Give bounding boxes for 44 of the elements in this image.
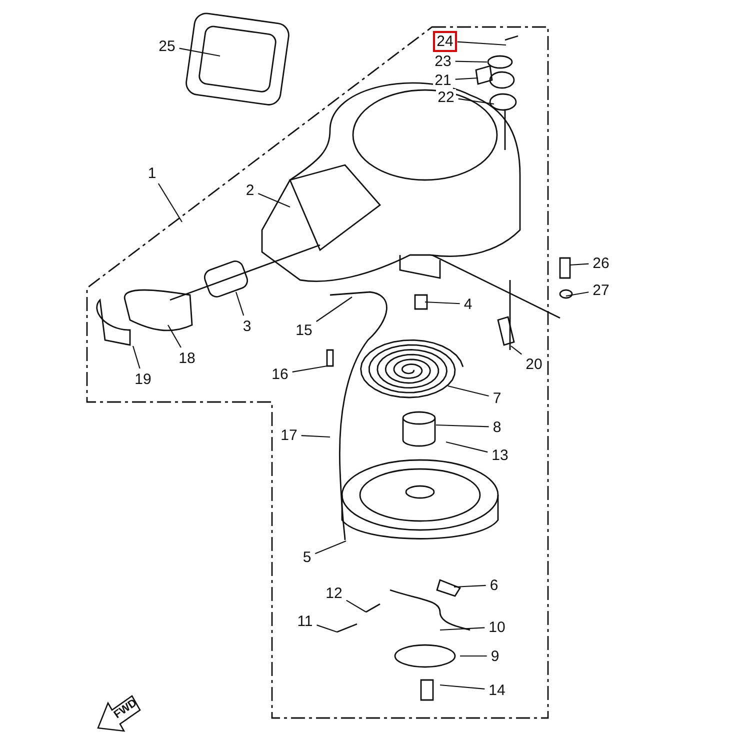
leader-line bbox=[440, 627, 485, 631]
callout-number: 3 bbox=[240, 318, 254, 334]
leader-line bbox=[301, 435, 330, 438]
leader-line bbox=[316, 624, 338, 633]
leader-line bbox=[424, 301, 460, 304]
leader-line bbox=[316, 296, 352, 322]
callout-number: 23 bbox=[432, 52, 454, 70]
leader-line bbox=[510, 346, 522, 355]
leader-line bbox=[179, 48, 220, 57]
leader-line bbox=[570, 263, 589, 266]
leader-line bbox=[314, 540, 346, 554]
leader-line bbox=[132, 346, 140, 369]
leader-line bbox=[460, 655, 487, 657]
callout-number: 25 bbox=[156, 38, 178, 54]
callout-number: 18 bbox=[176, 350, 198, 366]
callout-number: 13 bbox=[490, 446, 510, 464]
callout-number: 21 bbox=[432, 72, 454, 88]
leader-line bbox=[292, 365, 328, 372]
leader-line bbox=[168, 324, 182, 348]
callout-number: 24 bbox=[434, 32, 456, 50]
leader-line bbox=[457, 41, 506, 46]
leader-line bbox=[258, 192, 290, 208]
leader-line bbox=[346, 600, 366, 612]
callout-number: 8 bbox=[490, 418, 504, 436]
leader-line bbox=[235, 292, 244, 316]
callout-number: 26 bbox=[590, 254, 612, 272]
leader-line bbox=[458, 98, 494, 105]
callout-number: 10 bbox=[486, 618, 508, 636]
callout-number: 19 bbox=[132, 370, 154, 388]
leader-line bbox=[446, 441, 488, 453]
leader-line bbox=[158, 183, 182, 222]
leader-line bbox=[436, 424, 489, 428]
callout-number: 5 bbox=[300, 548, 314, 566]
callout-number: 16 bbox=[270, 366, 290, 382]
leader-line bbox=[448, 385, 489, 397]
callout-number: 9 bbox=[488, 648, 502, 664]
callout-number: 20 bbox=[524, 356, 544, 372]
callout-number: 6 bbox=[488, 576, 500, 594]
callout-number: 15 bbox=[294, 322, 314, 338]
leader-line bbox=[455, 60, 488, 63]
leader-line bbox=[566, 292, 589, 297]
leader-line bbox=[455, 77, 478, 80]
leader-line bbox=[440, 684, 485, 690]
leader-line bbox=[454, 584, 486, 588]
